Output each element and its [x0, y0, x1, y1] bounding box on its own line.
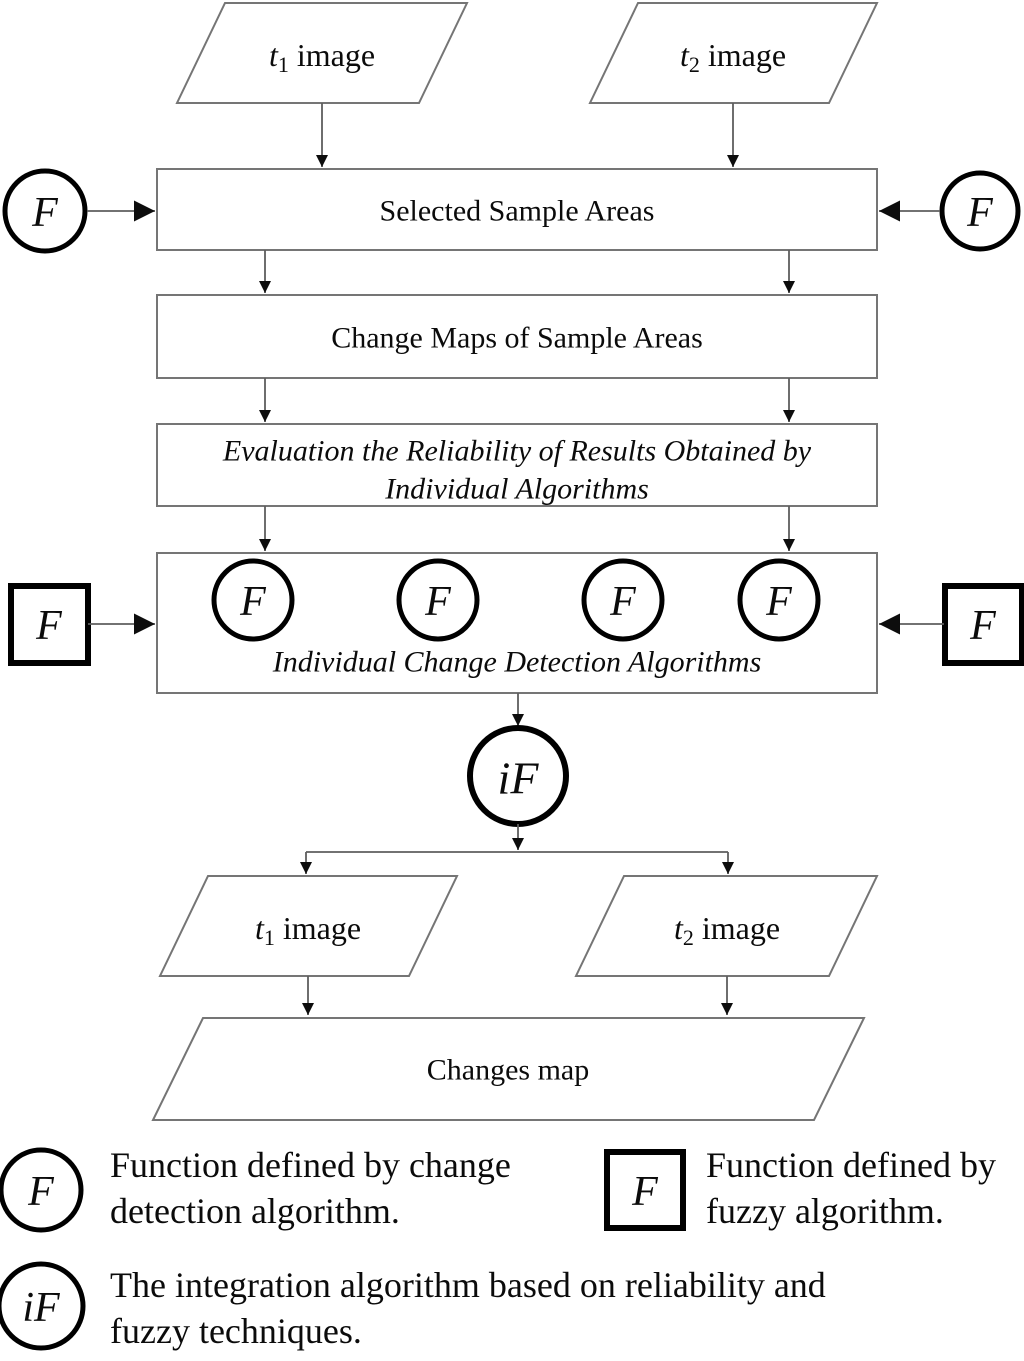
f-circle-2-label: F — [424, 579, 451, 625]
node-t1-image-top — [175, 2, 469, 104]
node-change-maps-label: Change Maps of Sample Areas — [331, 322, 703, 355]
legend-circle-if-icon — [0, 1261, 86, 1351]
f-circle-3-icon — [581, 558, 665, 642]
node-evaluation — [156, 423, 878, 507]
legend-square-f-text-line1: Function defined by — [706, 1145, 996, 1185]
f-circle-2-icon — [396, 558, 480, 642]
f-square-left-icon — [8, 583, 91, 666]
legend-circle-if-text-line1: The integration algorithm based on relia… — [110, 1265, 826, 1305]
f-square-right-label: F — [969, 603, 996, 649]
node-changes-map-label: Changes map — [427, 1054, 589, 1087]
f-circle-1-label: F — [239, 579, 266, 625]
node-t1-image-bottom — [158, 875, 459, 977]
f-square-left-label: F — [35, 603, 62, 649]
f-circle-left-label: F — [31, 190, 58, 236]
f-circle-right-label: F — [966, 190, 993, 236]
legend-circle-f-text-line2: detection algorithm. — [110, 1191, 400, 1231]
legend-circle-f-text-line1: Function defined by change — [110, 1145, 511, 1185]
legend-circle-if-symbol: iF — [22, 1285, 60, 1331]
node-evaluation-label-line2: Individual Algorithms — [384, 473, 649, 506]
node-t2-image-bottom — [574, 875, 879, 977]
legend-circle-if-text-line2: fuzzy techniques. — [110, 1311, 362, 1351]
node-t1-image-bottom-label: t1 image — [255, 910, 361, 950]
node-t2-image-bottom-label: t2 image — [674, 910, 780, 950]
legend-square-f-icon — [604, 1149, 686, 1231]
f-circle-left-icon — [2, 168, 88, 254]
node-change-maps — [156, 294, 878, 379]
node-t1-image-top-label: t1 image — [269, 37, 375, 77]
legend-square-f-text-line2: fuzzy algorithm. — [706, 1191, 944, 1231]
node-selected-sample-areas-label: Selected Sample Areas — [380, 195, 655, 228]
f-square-right-icon — [942, 583, 1024, 666]
legend-circle-f-symbol: F — [27, 1169, 54, 1215]
legend-square-f-symbol: F — [631, 1169, 658, 1215]
f-circle-4-label: F — [765, 579, 792, 625]
if-circle-label: iF — [498, 753, 540, 804]
node-evaluation-label-line1: Evaluation the Reliability of Results Ob… — [222, 435, 812, 468]
legend-circle-f-icon — [0, 1147, 84, 1233]
node-t2-image-top-label: t2 image — [680, 37, 786, 77]
node-individual-algorithms-label: Individual Change Detection Algorithms — [272, 646, 762, 679]
f-circle-right-icon — [939, 170, 1021, 252]
f-circle-1-icon — [211, 558, 295, 642]
node-t2-image-top — [588, 2, 879, 104]
node-changes-map — [151, 1017, 866, 1121]
f-circle-3-label: F — [609, 579, 636, 625]
node-selected-sample-areas — [156, 168, 878, 251]
f-circle-4-icon — [737, 558, 821, 642]
